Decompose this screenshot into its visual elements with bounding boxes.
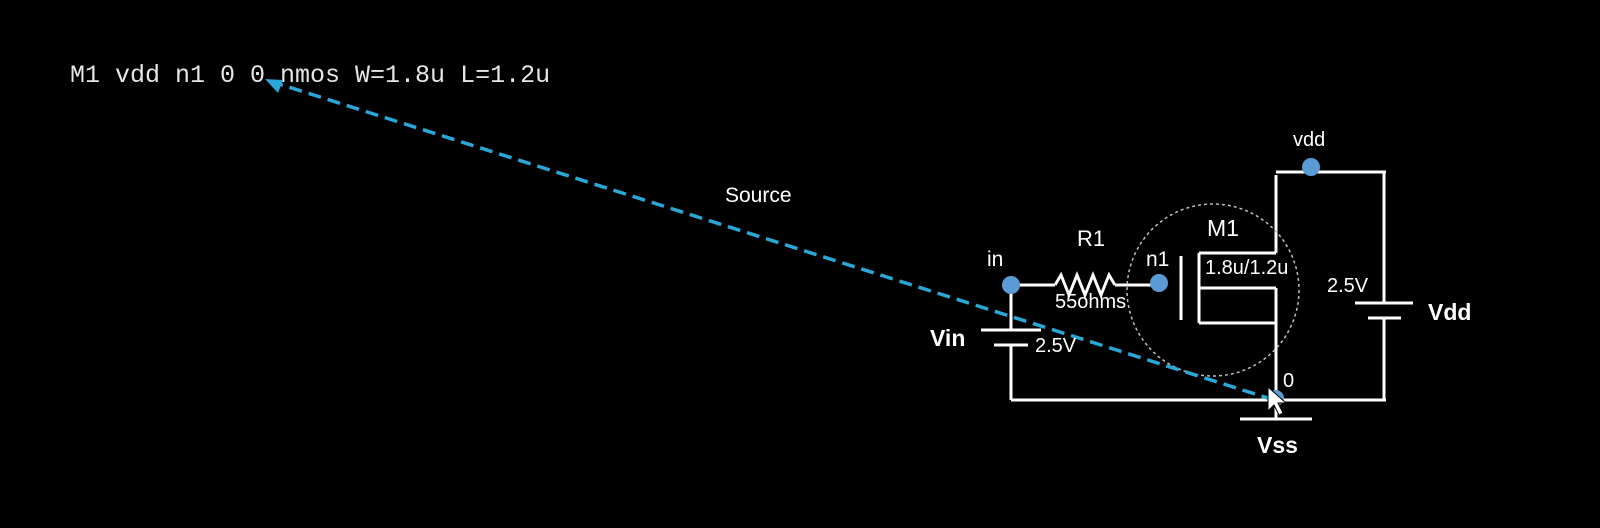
node-in-dot — [1002, 276, 1020, 294]
node-vdd-label: vdd — [1293, 129, 1325, 151]
node-ground-label: 0 — [1283, 370, 1294, 392]
netlist-line: M1 vdd n1 0 0 nmos W=1.8u L=1.2u — [70, 61, 550, 90]
vss-label: Vss — [1257, 432, 1298, 458]
transistor-name-label: M1 — [1207, 215, 1239, 241]
resistor-value-label: 55ohms — [1055, 291, 1126, 313]
transistor-size-label: 1.8u/1.2u — [1205, 257, 1288, 279]
transistor-highlight-circle — [1126, 203, 1300, 377]
node-n1-label: n1 — [1146, 248, 1169, 271]
resistor-name-label: R1 — [1077, 226, 1105, 251]
source-pointer-arrowhead — [265, 79, 283, 93]
vin-source-name-label: Vin — [930, 325, 965, 351]
arrow-label-source: Source — [725, 184, 792, 207]
vin-source-value-label: 2.5V — [1035, 335, 1077, 357]
resistor-r1-symbol — [1053, 270, 1117, 300]
mouse-cursor-icon — [1267, 385, 1288, 416]
node-in-label: in — [987, 248, 1003, 271]
node-n1-dot — [1150, 274, 1168, 292]
node-vdd-dot — [1302, 158, 1320, 176]
vdd-source-value-label: 2.5V — [1327, 275, 1369, 297]
circuit-wires — [981, 170, 1413, 421]
circuit-labels: Source in R1 55ohms n1 M1 1.8u/1.2u vdd … — [725, 129, 1471, 458]
source-pointer-arrow-line — [275, 81, 1275, 402]
vdd-source-name-label: Vdd — [1428, 299, 1471, 325]
